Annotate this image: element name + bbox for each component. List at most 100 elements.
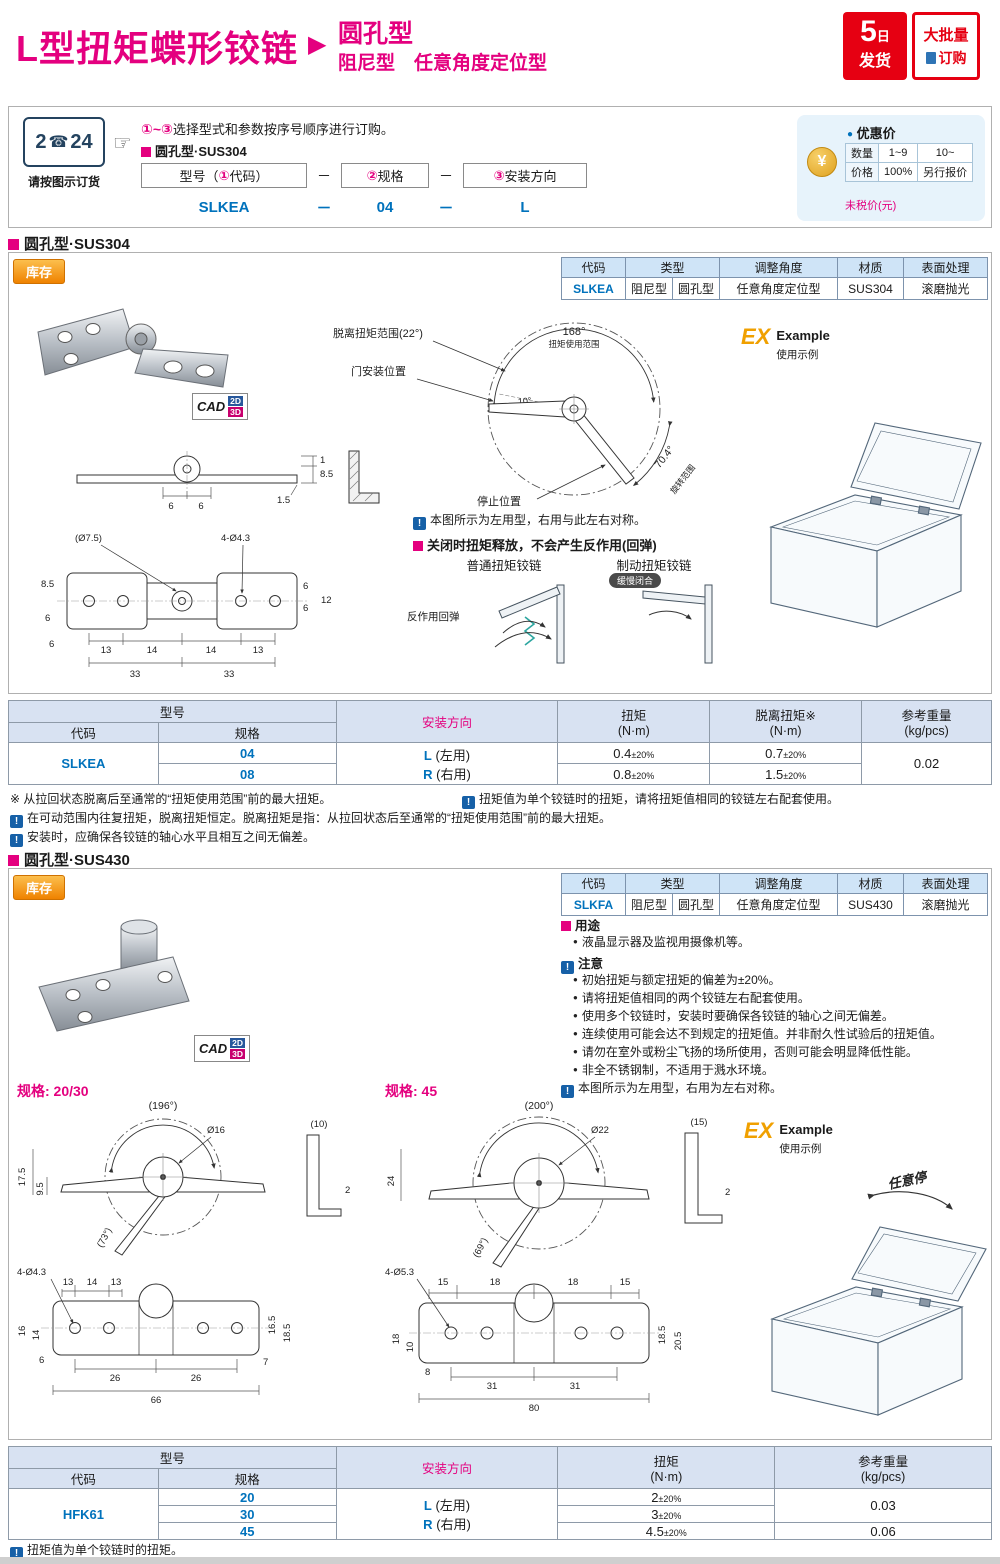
torque-value: 0.8 (613, 766, 632, 782)
cad-3d-chip[interactable]: 3D (230, 1049, 246, 1059)
blue-dot-icon: ● (847, 129, 854, 140)
dash-separator: － (439, 167, 453, 184)
spec-type1-value: 阻尼型 (625, 893, 673, 916)
info-icon: ! (561, 961, 574, 974)
dot-bullet: ● (573, 1047, 578, 1056)
header-label: 参考重量 (901, 709, 952, 723)
t1-h-code: 代码 (8, 722, 159, 743)
usage-label: 使用示例 (776, 349, 819, 361)
t2-code-cell: HFK61 (8, 1488, 159, 1540)
ship-day-char: 日 (876, 29, 890, 44)
dim-label: 16.5 (267, 1316, 278, 1335)
spec-value: 45 (240, 1523, 255, 1539)
angle-label: (200°) (525, 1100, 554, 1112)
dim-label: 14 (87, 1277, 98, 1288)
header-unit: (kg/pcs) (860, 1470, 906, 1484)
phone-digit-left: 2 (35, 130, 47, 153)
dim-label: 13 (253, 645, 264, 656)
dir-code: R (423, 1517, 433, 1532)
note-line: ※ 从拉回状态脱离后至通常的“扭矩使用范围”前的最大扭矩。 (10, 790, 331, 807)
dim-label: 6 (45, 613, 50, 624)
dir-text: (左用) (435, 1498, 471, 1513)
t2-spec-cell: 45 (157, 1522, 337, 1540)
caution-item: ●连续使用可能会达不到规定的扭矩值。并非耐久性试验后的扭矩值。 (573, 1025, 942, 1042)
ship-5day-badge: 5日 发货 (843, 12, 907, 80)
part-code[interactable]: SLKEA (61, 756, 106, 771)
spec-type2-value: 圆孔型 (672, 277, 720, 300)
cad-2d-chip[interactable]: 2D (228, 396, 244, 406)
dim-label: 6 (198, 501, 203, 512)
caution-text: 请将扭矩值相同的两个铰链左右配套使用。 (581, 991, 810, 1005)
dim-label: 8 (425, 1367, 430, 1378)
angle-label: (73°) (95, 1226, 114, 1249)
drawing-spec-20-30: (196°) Ø16 (73°) 17.5 9.5 (10) 2 13 14 (17, 1100, 350, 1406)
spec-h-material: 材质 (837, 873, 904, 894)
cad-2d-chip[interactable]: 2D (230, 1038, 246, 1048)
usage-title: 用途 (561, 915, 600, 934)
spec-h-finish: 表面处理 (903, 873, 988, 894)
mirror-note: !本图所示为左用型，右用与此左右对称。 (413, 511, 646, 530)
dim-label: 13 (111, 1277, 122, 1288)
t1-code-cell: SLKEA (8, 742, 159, 785)
order-form-icon (925, 52, 936, 64)
rebound-comparison-drawing (494, 584, 713, 664)
angle-label: 70.4° (652, 444, 677, 471)
rebound-label: 反作用回弹 (407, 611, 460, 623)
brake-hinge-label: 制动扭矩铰链 (616, 559, 692, 573)
square-bullet (141, 147, 151, 157)
dash-separator: － (438, 200, 454, 217)
qty-range-2: 10~ (917, 143, 974, 163)
section1-title: 圆孔型·SUS304 (8, 233, 130, 254)
t2-h-spec: 规格 (157, 1468, 337, 1489)
normal-hinge-label: 普通扭矩铰链 (466, 559, 542, 573)
spec-material-value: SUS430 (837, 893, 904, 916)
subtype-label: 圆孔型·SUS304 (155, 144, 247, 159)
dot-bullet: ● (573, 1029, 578, 1038)
note-text: 在可动范围内往复扭矩，脱离扭矩恒定。脱离扭矩是指：从拉回状态后至通常的“扭矩使用… (27, 811, 611, 825)
dim-label: 6 (39, 1355, 44, 1366)
t2-h-model: 型号 (8, 1446, 337, 1469)
dim-label: 80 (529, 1403, 540, 1414)
dim-label: 26 (191, 1373, 202, 1384)
spec-value: 30 (240, 1506, 255, 1522)
dim-label: 2 (725, 1187, 730, 1198)
t1-h-release: 脱离扭矩※(N·m) (709, 700, 863, 743)
spec-code-value[interactable]: SLKFA (561, 893, 626, 916)
note-line: !在可动范围内往复扭矩，脱离扭矩恒定。脱离扭矩是指：从拉回状态后至通常的“扭矩使… (10, 809, 611, 828)
phone-caption: 请按图示订货 (27, 175, 100, 189)
note-line: !安装时，应确保各铰链的轴心水平且相互之间无偏差。 (10, 828, 315, 847)
dim-label: 1.5 (277, 495, 290, 506)
spec-material-value: SUS304 (837, 277, 904, 300)
title-arrow: ▶ (308, 31, 327, 58)
cad-3d-chip[interactable]: 3D (228, 407, 244, 417)
price-value-2: 另行报价 (917, 162, 974, 182)
note-text: 本图所示为左用型，右用与此左右对称。 (430, 513, 647, 527)
yen-coin-icon: ¥ (807, 147, 837, 177)
product-photo-sus304 (37, 308, 229, 388)
caution-item: ●请将扭矩值相同的两个铰链左右配套使用。 (573, 989, 810, 1006)
caution-item: ●使用多个铰链时，安装时要确保各铰链的轴心之间无偏差。 (573, 1007, 894, 1024)
cad-label: CAD (199, 1041, 228, 1056)
spec-summary-table: 代码 类型 调整角度 材质 表面处理 SLKEA 阻尼型 圆孔型 任意角度定位型… (561, 257, 988, 300)
dot-bullet: ● (573, 993, 578, 1002)
rotation-range-label: 旋转范围 (668, 463, 697, 496)
dim-label: 18.5 (657, 1326, 668, 1345)
t2-weight-cell: 0.06 (774, 1522, 992, 1540)
t2-direction-cell: L (左用) R (右用) (335, 1488, 559, 1540)
ship-label: 发货 (858, 53, 891, 70)
example-code: SLKEA (198, 199, 250, 216)
yen-glyph: ¥ (817, 153, 827, 170)
info-icon: ! (561, 1085, 574, 1098)
dim-label: 6 (168, 501, 173, 512)
subtitle-hole-type: 圆孔型 (338, 20, 414, 48)
dir-text: (左用) (435, 747, 471, 763)
price-header: 价格 (845, 162, 879, 182)
slow-close-badge: 缓慢闭合 (609, 573, 662, 588)
torque-value: 4.5 (645, 1523, 664, 1539)
usage-item-text: 液晶显示器及监视用摄像机等。 (581, 935, 750, 949)
part-code[interactable]: HFK61 (62, 1506, 105, 1522)
